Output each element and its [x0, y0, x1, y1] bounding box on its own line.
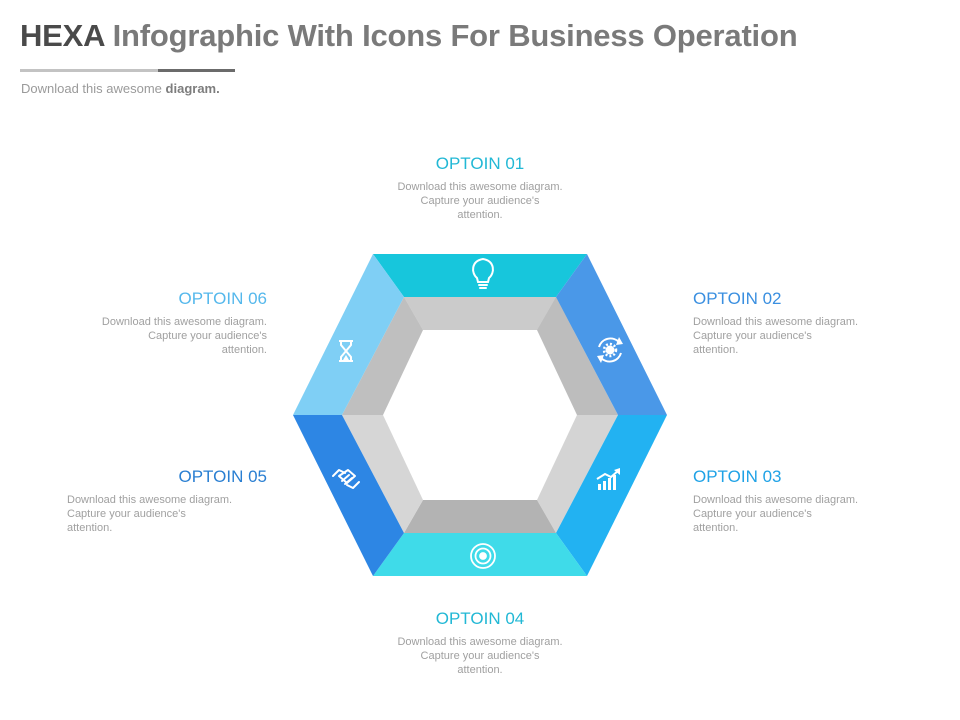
option-03-description: Download this awesome diagram. Capture y… — [693, 493, 893, 535]
option-06-desc-line-3: attention. — [221, 344, 267, 356]
segment-option-02 — [556, 254, 667, 415]
option-02-description: Download this awesome diagram. Capture y… — [693, 315, 893, 357]
handshake-icon — [332, 469, 360, 489]
option-03-desc-line-3: attention. — [693, 522, 739, 534]
lightbulb-icon — [472, 257, 494, 289]
option-04-desc-line-2: Capture your audience's — [420, 650, 540, 662]
option-05: OPTOIN 05 Download this awesome diagram.… — [67, 467, 267, 535]
hourglass-icon — [339, 340, 353, 362]
option-06-desc-line-2: Capture your audience's — [148, 330, 267, 342]
inner-ring-lower-right — [537, 415, 618, 533]
option-05-desc-line-3: attention. — [67, 522, 113, 534]
gear-cycle-icon — [597, 337, 623, 363]
option-03: OPTOIN 03 Download this awesome diagram.… — [693, 467, 893, 535]
title-lead: HEXA — [20, 18, 105, 53]
title-underline-dark — [158, 69, 235, 72]
segment-option-05 — [293, 415, 404, 576]
option-02: OPTOIN 02 Download this awesome diagram.… — [693, 289, 893, 357]
option-04: OPTOIN 04 Download this awesome diagram.… — [380, 609, 580, 677]
option-01-desc-line-1: Download this awesome diagram. — [397, 181, 563, 193]
page-title: HEXA Infographic With Icons For Business… — [20, 18, 798, 54]
page-subtitle: Download this awesome diagram. — [21, 81, 220, 96]
option-02-title: OPTOIN 02 — [693, 289, 782, 308]
segment-option-01 — [373, 254, 587, 297]
option-01-title: OPTOIN 01 — [435, 154, 525, 173]
option-02-desc-line-3: attention. — [693, 344, 739, 356]
option-06-description: Download this awesome diagram. Capture y… — [67, 315, 267, 357]
option-04-desc-line-1: Download this awesome diagram. — [397, 636, 563, 648]
inner-ring-lower-left — [342, 415, 423, 533]
inner-ring-upper-left — [342, 297, 423, 415]
segment-option-06 — [293, 254, 404, 415]
option-05-description: Download this awesome diagram. Capture y… — [67, 493, 267, 535]
segment-option-03 — [556, 415, 667, 576]
title-underline-light — [20, 69, 158, 72]
option-04-desc-line-3: attention. — [457, 664, 503, 676]
subtitle-bold: diagram. — [165, 81, 220, 96]
subtitle-text: Download this awesome — [21, 81, 162, 96]
option-06-desc-line-1: Download this awesome diagram. — [101, 316, 267, 328]
inner-ring-upper-right — [537, 297, 618, 415]
option-02-desc-line-2: Capture your audience's — [693, 330, 812, 342]
option-03-desc-line-2: Capture your audience's — [693, 508, 812, 520]
option-05-desc-line-1: Download this awesome diagram. — [67, 494, 233, 506]
option-06: OPTOIN 06 Download this awesome diagram.… — [67, 289, 267, 357]
option-01-desc-line-2: Capture your audience's — [420, 195, 540, 207]
option-03-desc-line-1: Download this awesome diagram. — [693, 494, 859, 506]
target-icon — [470, 543, 496, 569]
option-02-desc-line-1: Download this awesome diagram. — [693, 316, 859, 328]
option-04-description: Download this awesome diagram. Capture y… — [380, 635, 580, 677]
inner-ring-bottom — [404, 500, 556, 533]
growth-chart-icon — [596, 468, 620, 490]
inner-ring-top-face — [404, 297, 556, 330]
title-rest: Infographic With Icons For Business Oper… — [112, 18, 798, 53]
option-05-title: OPTOIN 05 — [178, 467, 268, 486]
option-04-title: OPTOIN 04 — [435, 609, 525, 628]
option-05-desc-line-2: Capture your audience's — [67, 508, 186, 520]
option-03-title: OPTOIN 03 — [693, 467, 782, 486]
option-01-desc-line-3: attention. — [457, 209, 503, 221]
option-06-title: OPTOIN 06 — [178, 289, 268, 308]
option-01-description: Download this awesome diagram. Capture y… — [380, 180, 580, 222]
option-01: OPTOIN 01 Download this awesome diagram.… — [380, 154, 580, 222]
